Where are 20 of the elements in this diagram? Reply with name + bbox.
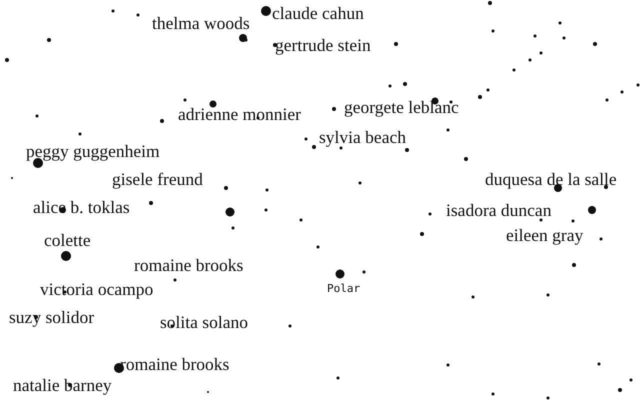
person-name: suzy solidor <box>9 307 94 327</box>
person-name: romaine brooks <box>120 354 230 374</box>
person-name: duquesa de la salle <box>485 169 617 189</box>
person-name: colette <box>44 230 91 250</box>
person-name: gisele freund <box>112 169 203 189</box>
person-name: eileen gray <box>506 225 584 245</box>
person-name: victoria ocampo <box>40 279 154 299</box>
person-name: thelma woods <box>152 13 250 33</box>
person-name: solita solano <box>160 312 248 332</box>
person-name: georgete leblanc <box>344 97 459 117</box>
person-name: gertrude stein <box>275 35 371 55</box>
person-name: natalie barney <box>13 375 112 395</box>
person-name: claude cahun <box>272 3 364 23</box>
person-name: alice b. toklas <box>33 197 130 217</box>
person-name: isadora duncan <box>446 200 552 220</box>
person-name: adrienne monnier <box>178 104 301 124</box>
person-name: romaine brooks <box>134 255 244 275</box>
person-name: sylvia beach <box>319 127 406 147</box>
person-name: peggy guggenheim <box>26 141 160 161</box>
star-name: Polar <box>327 282 360 295</box>
